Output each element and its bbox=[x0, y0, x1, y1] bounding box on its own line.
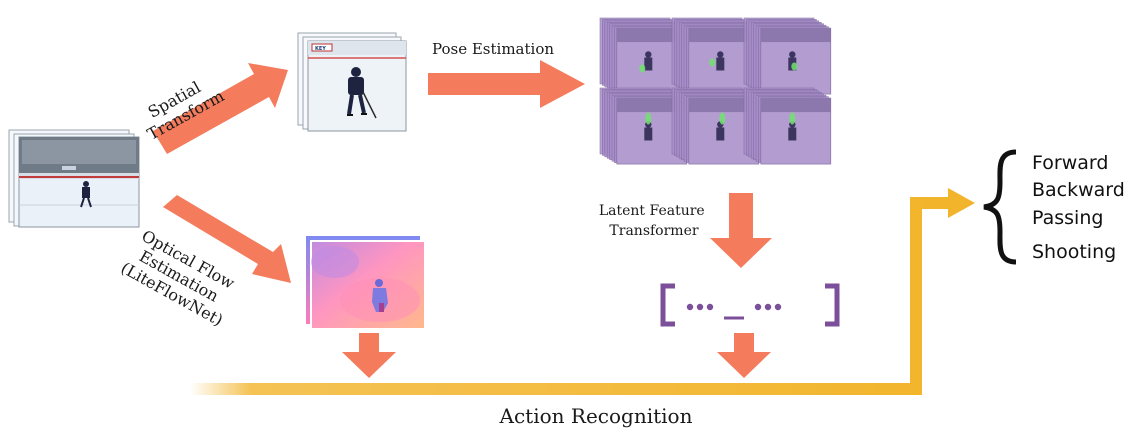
hockey-video-frames-icon bbox=[8, 129, 140, 228]
token-bracket-left bbox=[660, 283, 675, 327]
pose-heatmap-stack bbox=[671, 87, 760, 165]
action-class-shooting: Shooting bbox=[1032, 241, 1116, 263]
optical-flow-map bbox=[306, 236, 424, 328]
optical-flow-arrow bbox=[163, 195, 291, 283]
pose-estimation-label: Pose Estimation bbox=[432, 40, 554, 58]
spatial-transform-arrow bbox=[153, 63, 288, 154]
svg-text:KEY: KEY bbox=[315, 46, 326, 52]
cropped-player-frames: KEY bbox=[297, 32, 407, 132]
latent-feature-arrow bbox=[710, 193, 772, 268]
cropped-player-frames-icon: KEY bbox=[297, 32, 407, 132]
pose-heatmap-grid bbox=[599, 17, 832, 165]
latent-feature-label: Latent Feature Transformer bbox=[599, 203, 709, 239]
action-class-backward: Backward bbox=[1032, 179, 1125, 201]
latent-feature-line-1: Latent Feature bbox=[599, 203, 705, 219]
pose-heatmap-stack bbox=[743, 17, 832, 95]
pose-estimation-arrow bbox=[428, 60, 585, 108]
flow-to-recognition-arrow bbox=[342, 333, 396, 378]
action-class-list: Forward Backward Passing Shooting bbox=[1032, 152, 1125, 263]
action-class-forward: Forward bbox=[1032, 152, 1108, 174]
latent-feature-line-2: Transformer bbox=[609, 223, 698, 239]
action-class-passing: Passing bbox=[1032, 207, 1103, 229]
output-arrowhead bbox=[948, 188, 975, 218]
token-bracket-right bbox=[825, 283, 840, 327]
pipeline-arrows bbox=[153, 60, 772, 378]
input-video-frames bbox=[8, 129, 140, 228]
optical-flow-map-icon bbox=[306, 236, 424, 328]
token-sequence bbox=[660, 283, 840, 327]
pose-heatmap-stack bbox=[743, 87, 832, 165]
curly-brace-icon bbox=[983, 149, 1017, 265]
action-recognition-label: Action Recognition bbox=[499, 404, 693, 428]
token-to-recognition-arrow bbox=[717, 333, 771, 378]
action-recognition-path bbox=[190, 188, 975, 395]
